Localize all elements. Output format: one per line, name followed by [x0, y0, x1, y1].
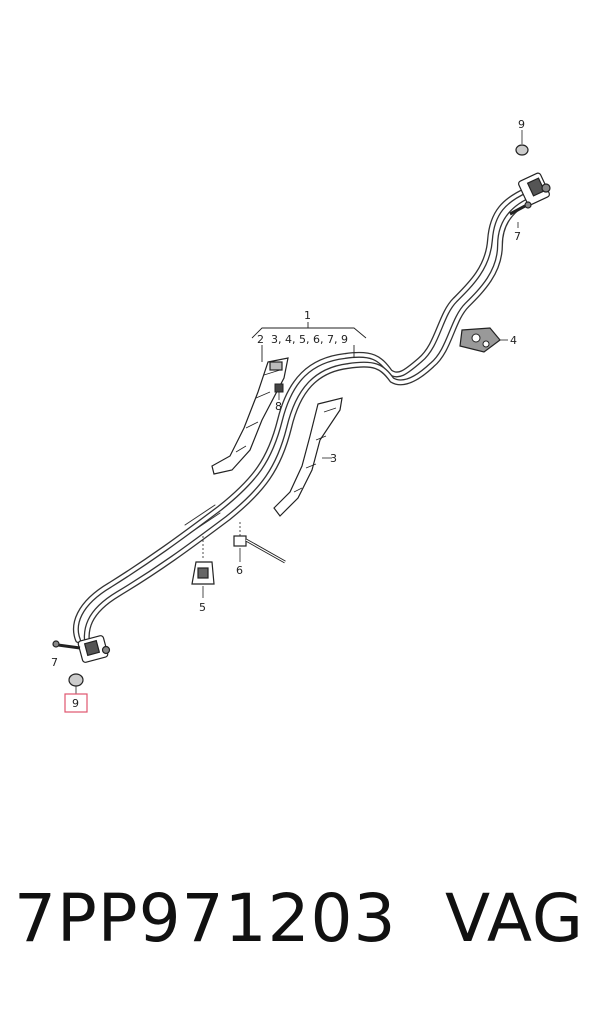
seal-ring-top	[515, 130, 529, 156]
group-label: 1	[304, 309, 311, 322]
callout-5: 5	[199, 601, 206, 614]
part-5-clamp	[191, 536, 215, 598]
part-3-bracket	[273, 397, 343, 517]
callout-8: 8	[275, 400, 282, 413]
part-8-clip	[274, 383, 284, 400]
parts-diagram: 1 2 3, 4, 5, 6, 7, 9 9 7 4 8 3 6 5 7 9	[51, 118, 551, 713]
callout-9-top: 9	[518, 118, 525, 131]
line-assembly	[72, 187, 538, 651]
callout-7-top: 7	[514, 230, 521, 243]
callout-6: 6	[236, 564, 243, 577]
callout-9-bottom: 9	[72, 697, 79, 710]
part-6-cable-tie	[233, 522, 286, 564]
bottom-connector	[52, 635, 111, 663]
group-bracket	[251, 322, 367, 362]
tube-lower	[83, 195, 538, 651]
footer: 7PP971203 VAG	[0, 880, 600, 990]
part-4-plate	[459, 327, 508, 353]
highlight-box	[64, 693, 88, 713]
seal-ring-bottom	[68, 673, 84, 694]
tube-upper	[72, 187, 530, 643]
callout-7-bottom: 7	[51, 656, 58, 669]
part-2-bracket	[211, 357, 289, 475]
callout-3: 3	[330, 452, 337, 465]
callout-4: 4	[510, 334, 517, 347]
brand-label: VAG	[444, 880, 584, 957]
top-connector	[509, 172, 551, 216]
part-number: 7PP971203	[14, 880, 397, 957]
group-items-label: 2 3, 4, 5, 6, 7, 9	[257, 333, 348, 346]
